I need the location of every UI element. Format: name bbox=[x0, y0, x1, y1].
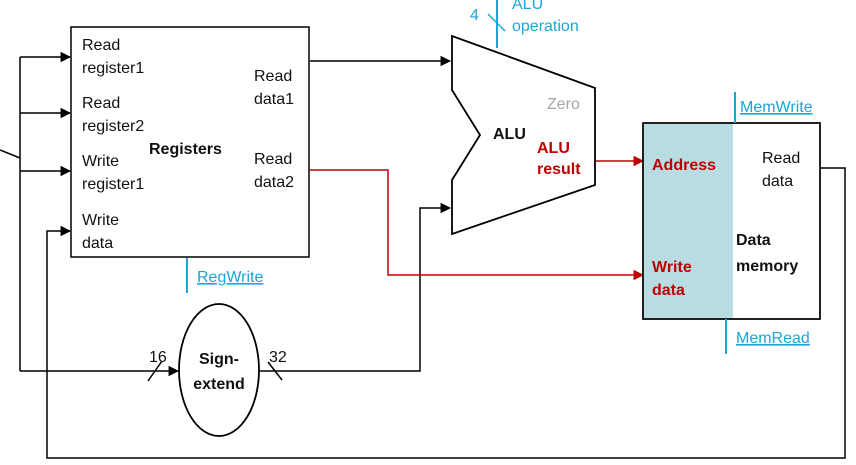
sign-extend-input-bits-label: 16 bbox=[149, 349, 167, 366]
alu-operation-bits-label: 4 bbox=[470, 7, 479, 24]
memory-read-data-label-line1: Read bbox=[762, 150, 800, 167]
read-data2-to-memory-wire bbox=[310, 169, 645, 281]
sign-extend-input-bus-slash bbox=[147, 360, 163, 382]
read-register1-label-line1: Read bbox=[82, 37, 120, 54]
sign-extend-output-bus-slash bbox=[267, 361, 283, 381]
write-data-label-line1: Write bbox=[82, 212, 119, 229]
sign-extend-output-bits-label: 32 bbox=[269, 349, 287, 366]
memory-title-line2: memory bbox=[736, 258, 798, 275]
sign-extend-to-alu-wire bbox=[260, 202, 452, 372]
memread-label: MemRead bbox=[736, 330, 810, 347]
data-memory-input-region bbox=[644, 124, 733, 318]
memwrite-label: MemWrite bbox=[740, 99, 813, 116]
sign-extend-unit bbox=[178, 303, 260, 437]
sign-extend-title-line2: extend bbox=[193, 376, 245, 393]
read-data1-label-line2: data1 bbox=[254, 91, 294, 108]
write-register1-label-line2: register1 bbox=[82, 176, 144, 193]
registers-block bbox=[70, 26, 310, 258]
memory-write-data-label-line1: Write bbox=[652, 259, 692, 276]
read-data2-label-line2: data2 bbox=[254, 174, 294, 191]
read-data2-label-line1: Read bbox=[254, 151, 292, 168]
sign-extend-title-line1: Sign- bbox=[199, 351, 239, 368]
memory-address-label: Address bbox=[652, 157, 716, 174]
read-register2-label-line1: Read bbox=[82, 95, 120, 112]
memory-readback-wire bbox=[46, 167, 846, 459]
alu-zero-label: Zero bbox=[547, 96, 580, 113]
alu-operation-label-line2: operation bbox=[512, 18, 579, 35]
read-register1-label-line2: register1 bbox=[82, 60, 144, 77]
read-data1-label-line1: Read bbox=[254, 68, 292, 85]
alu-result-label-line2: result bbox=[537, 161, 581, 178]
memory-write-data-label-line2: data bbox=[652, 282, 685, 299]
registers-title: Registers bbox=[149, 141, 222, 158]
write-register1-label-line1: Write bbox=[82, 153, 119, 170]
write-data-label-line2: data bbox=[82, 235, 113, 252]
alu-result-label-line1: ALU bbox=[537, 140, 570, 157]
alu-operation-bus-slash bbox=[487, 13, 506, 32]
alu-title: ALU bbox=[493, 126, 526, 143]
read-register2-label-line2: register2 bbox=[82, 118, 144, 135]
alu-operation-label-line1: ALU bbox=[512, 0, 543, 13]
memory-title-line1: Data bbox=[736, 232, 771, 249]
alu-shape bbox=[451, 34, 596, 236]
memory-read-data-label-line2: data bbox=[762, 173, 793, 190]
regwrite-label: RegWrite bbox=[197, 269, 263, 286]
